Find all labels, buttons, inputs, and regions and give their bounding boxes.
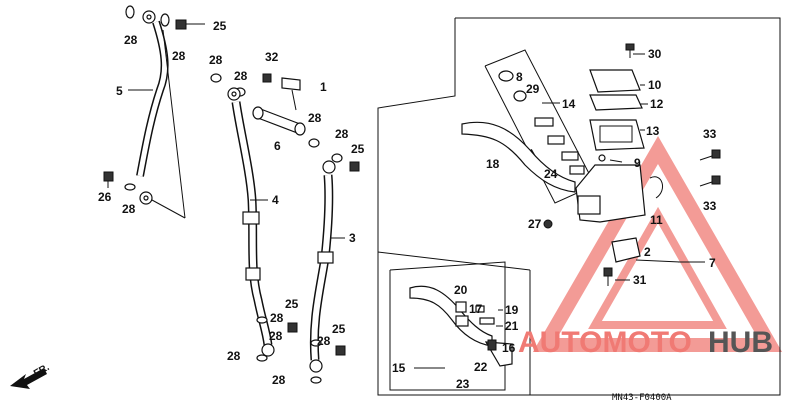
lever-assembly-lower: [409, 285, 513, 367]
callout-17: 17: [469, 302, 483, 316]
callout-6: 6: [274, 139, 281, 153]
callout-2: 2: [644, 245, 651, 259]
callout-3: 3: [349, 231, 356, 245]
leader-lines: [128, 53, 705, 391]
callout-27: 27: [528, 217, 542, 231]
callout-7: 7: [709, 256, 716, 270]
callout-31: 31: [633, 273, 647, 287]
watermark-triangle: [532, 135, 783, 352]
callout-28: 28: [272, 373, 286, 387]
callout-25: 25: [213, 19, 227, 33]
joint-6: [252, 73, 306, 136]
callout-21: 21: [505, 319, 519, 333]
callout-4: 4: [272, 193, 279, 207]
watermark-logo: AUTOMOTO HUB: [518, 326, 773, 359]
watermark-text-hub: HUB: [708, 326, 773, 359]
callout-25: 25: [285, 297, 299, 311]
hose-4: [227, 87, 298, 362]
hose-3: [308, 138, 360, 384]
callout-33: 33: [703, 199, 717, 213]
callout-28: 28: [122, 202, 136, 216]
callout-16: 16: [502, 341, 516, 355]
diagram-code: MN43-F0400A: [612, 393, 672, 403]
callout-28: 28: [270, 311, 284, 325]
callout-28: 28: [269, 329, 283, 343]
callout-28: 28: [317, 334, 331, 348]
callout-26: 26: [98, 190, 112, 204]
callout-28: 28: [335, 127, 349, 141]
callout-1: 1: [320, 80, 327, 94]
front-label: FR.: [32, 362, 52, 380]
callout-13: 13: [646, 124, 660, 138]
callout-18: 18: [486, 157, 500, 171]
callout-25: 25: [332, 322, 346, 336]
callout-22: 22: [474, 360, 488, 374]
callout-28: 28: [124, 33, 138, 47]
callout-15: 15: [392, 361, 406, 375]
hose-5: [136, 10, 186, 219]
callout-28: 28: [234, 69, 248, 83]
callout-30: 30: [648, 47, 662, 61]
callout-19: 19: [505, 303, 519, 317]
callout-14: 14: [562, 97, 576, 111]
callout-10: 10: [648, 78, 662, 92]
callout-33: 33: [703, 127, 717, 141]
callout-28: 28: [227, 349, 241, 363]
callout-12: 12: [650, 97, 664, 111]
front-direction-arrow: FR.: [10, 362, 52, 389]
callout-11: 11: [650, 213, 663, 227]
callout-29: 29: [526, 82, 540, 96]
callout-5: 5: [116, 84, 123, 98]
callout-25: 25: [351, 142, 365, 156]
washers-left: [103, 5, 246, 191]
callout-28: 28: [308, 111, 322, 125]
callout-9: 9: [634, 156, 641, 170]
callout-23: 23: [456, 377, 470, 391]
callout-labels: 28 28 25 5 26 28 28 28 32 1 28 6 28 25 4…: [98, 19, 717, 391]
watermark-text-auto: AUTOMOTO: [518, 326, 692, 359]
callout-20: 20: [454, 283, 468, 297]
callout-28: 28: [172, 49, 186, 63]
callout-8: 8: [516, 70, 523, 84]
callout-32: 32: [265, 50, 279, 64]
callout-24: 24: [544, 167, 558, 181]
master-cylinder: [461, 43, 721, 286]
callout-28: 28: [209, 53, 223, 67]
